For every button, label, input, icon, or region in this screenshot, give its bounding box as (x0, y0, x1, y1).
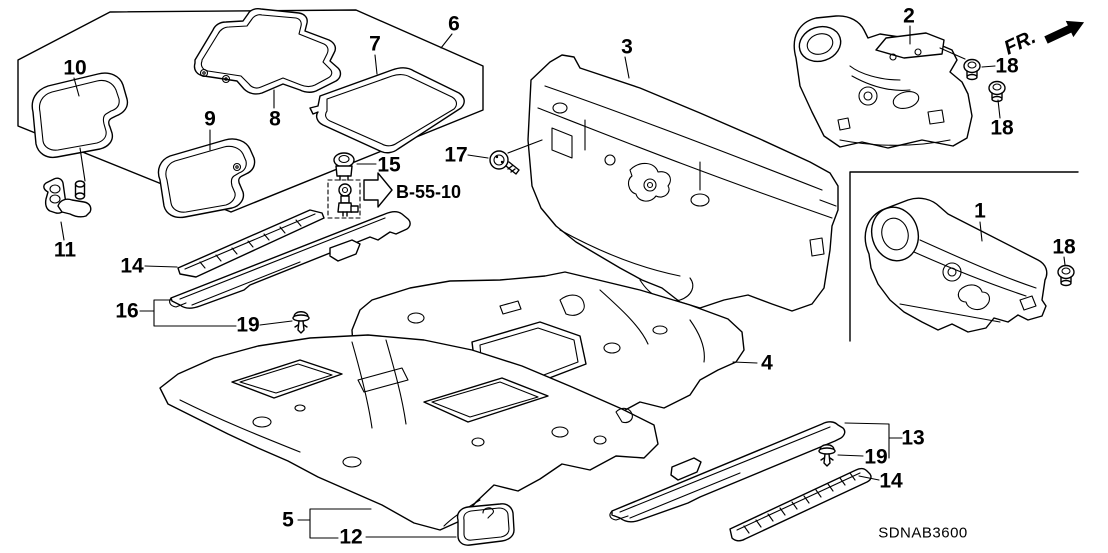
callout-1[interactable]: 1 (974, 199, 986, 223)
callout-18b[interactable]: 18 (990, 116, 1014, 140)
clip-15 (333, 152, 355, 181)
sill-strip-14-front (177, 209, 325, 278)
screw-17 (489, 150, 520, 175)
diagram-code: SDNAB3600 (878, 524, 968, 542)
callout-11[interactable]: 11 (53, 238, 77, 262)
clip-19-front (292, 311, 310, 334)
callout-6[interactable]: 6 (448, 12, 460, 36)
dash-insulator-3 (527, 54, 839, 312)
mat-hook-11 (43, 177, 92, 218)
floor-mat-9 (157, 138, 256, 219)
floor-mat-10 (31, 72, 129, 159)
part-1-frame (849, 171, 1079, 342)
callout-19a[interactable]: 19 (236, 313, 260, 337)
sill-strip-14-rear (729, 467, 872, 542)
callout-16[interactable]: 16 (115, 299, 139, 323)
clip-19-rear (818, 444, 836, 467)
grommet-18-b (988, 80, 1006, 103)
cross-reference-label[interactable]: B-55-10 (396, 182, 462, 202)
callout-13[interactable]: 13 (901, 426, 925, 450)
callout-8[interactable]: 8 (269, 107, 281, 131)
callout-19b[interactable]: 19 (864, 445, 888, 469)
callout-14b[interactable]: 14 (879, 469, 903, 493)
dash-insulator-lower-1 (864, 197, 1048, 333)
callout-5[interactable]: 5 (282, 508, 294, 532)
grommet-18-c (1057, 264, 1075, 287)
callout-2[interactable]: 2 (903, 4, 915, 28)
callout-17[interactable]: 17 (444, 143, 468, 167)
dash-insulator-upper-2 (793, 15, 973, 149)
floor-mat-7 (309, 67, 465, 154)
callout-12[interactable]: 12 (339, 525, 363, 549)
leader-lines (60, 25, 1066, 539)
front-floor-carpet-5 (159, 334, 659, 531)
callout-14a[interactable]: 14 (120, 254, 144, 278)
callout-18a[interactable]: 18 (995, 54, 1019, 78)
fr-direction-arrow: FR. (1001, 20, 1085, 60)
floor-mat-8 (193, 8, 342, 95)
reference-arrow-icon (363, 172, 393, 208)
callout-9[interactable]: 9 (204, 107, 216, 131)
floor-pad-12 (456, 503, 515, 546)
callout-10[interactable]: 10 (63, 56, 87, 80)
grommet-18-a (963, 58, 981, 81)
callout-3[interactable]: 3 (621, 35, 633, 59)
fr-arrow-icon (1044, 20, 1085, 44)
callout-18c[interactable]: 18 (1052, 235, 1076, 259)
callout-7[interactable]: 7 (369, 32, 381, 56)
sill-garnish-13 (609, 421, 846, 523)
callout-4[interactable]: 4 (761, 351, 773, 375)
callout-15[interactable]: 15 (377, 153, 401, 177)
sill-garnish-16 (169, 211, 411, 309)
reference-clip-box (327, 179, 361, 219)
